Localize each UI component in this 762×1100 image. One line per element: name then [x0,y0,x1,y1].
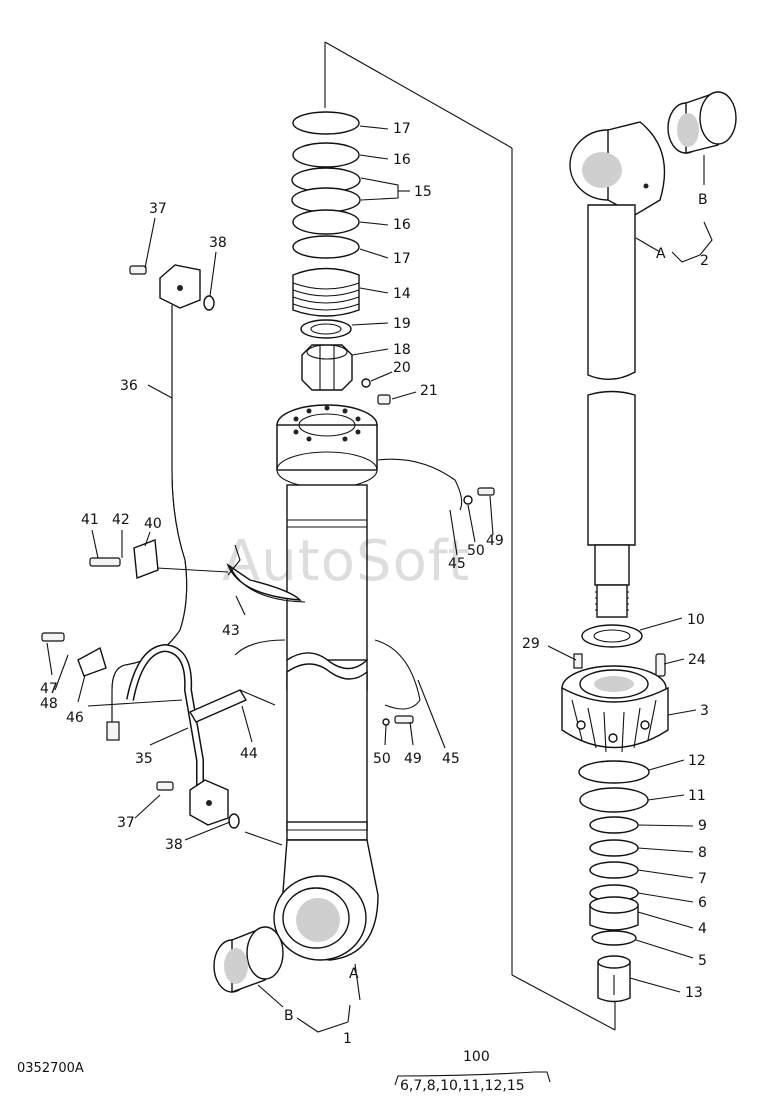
callout-B: B [284,1008,294,1024]
piston-seal-15-b [291,187,361,213]
callout-3: 3 [700,703,709,719]
nut-18 [301,344,353,391]
callout-2: 2 [700,253,709,269]
callout-50: 50 [373,751,391,767]
kit-contents: 6,7,8,10,11,12,15 [400,1078,525,1094]
callout-20: 20 [393,360,411,376]
callout-14: 14 [393,286,411,302]
callout-49: 49 [404,751,422,767]
callout-11: 11 [688,788,706,804]
callout-37: 37 [117,815,135,831]
callout-45: 45 [442,751,460,767]
callout-47: 47 [40,681,58,697]
callout-A: A [656,246,666,262]
callout-48: 48 [40,696,58,712]
callout-41: 41 [81,512,99,528]
drawing-id: 0352700A [17,1061,84,1076]
callout-35: 35 [135,751,153,767]
hydraulic-pipes [106,264,240,829]
callout-9: 9 [698,818,707,834]
callout-12: 12 [688,753,706,769]
callout-labels: 17 16 15 16 17 14 19 18 20 21 37 38 36 4… [40,121,709,1047]
callout-38: 38 [165,837,183,853]
cylinder-tube [213,404,379,993]
callout-49: 49 [486,533,504,549]
callout-5: 5 [698,953,707,969]
callout-50: 50 [467,543,485,559]
backup-ring-17-top [292,111,360,135]
set-screw-21 [377,394,391,405]
seal-ring-16-bottom [292,209,360,235]
steel-ball-20 [361,378,371,388]
rod-cover-assembly [561,624,669,1003]
clamps [41,458,495,726]
callout-16: 16 [393,217,411,233]
callout-A: A [349,966,359,982]
callout-16: 16 [393,152,411,168]
callout-4: 4 [698,921,707,937]
callout-44: 44 [240,746,258,762]
callout-29: 29 [522,636,540,652]
piston-seal-stack [291,111,391,405]
callout-B: B [698,192,708,208]
callout-7: 7 [698,871,707,887]
callout-19: 19 [393,316,411,332]
callout-40: 40 [144,516,162,532]
backup-ring-17-bottom [292,235,360,259]
callout-10: 10 [687,612,705,628]
callout-21: 21 [420,383,438,399]
callout-17: 17 [393,251,411,267]
callout-1: 1 [343,1031,352,1047]
callout-43: 43 [222,623,240,639]
callout-8: 8 [698,845,707,861]
piston-14 [292,267,360,317]
piston-rod [569,91,737,618]
callout-15: 15 [414,184,432,200]
watermark-text: AutoSoft [222,529,471,594]
callout-17: 17 [393,121,411,137]
callout-18: 18 [393,342,411,358]
callout-36: 36 [120,378,138,394]
callout-13: 13 [685,985,703,1001]
callout-45: 45 [448,556,466,572]
seal-ring-16-top [292,142,360,168]
cushion-ring-19 [300,319,352,339]
leader-lines [46,125,713,1086]
callout-6: 6 [698,895,707,911]
callout-42: 42 [112,512,130,528]
kit-number: 100 [463,1049,490,1065]
explosion-frame [324,41,616,1031]
callout-37: 37 [149,201,167,217]
callout-46: 46 [66,710,84,726]
callout-38: 38 [209,235,227,251]
callout-24: 24 [688,652,706,668]
